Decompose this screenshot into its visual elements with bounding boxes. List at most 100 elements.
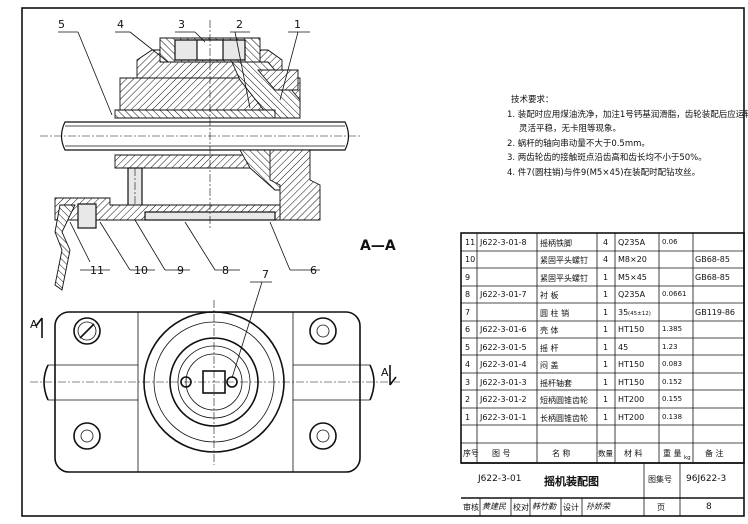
tech-notes: 技术要求： 1. 装配时应用煤油洗净，加注1号钙基润滑脂，齿轮装配后应运转 灵活… [507, 93, 748, 180]
header-code: 图 号 [492, 449, 511, 458]
parts-row-4-qty: 1 [603, 360, 609, 370]
balloon-7: 7 [262, 268, 269, 281]
parts-row-2-name: 短柄圆锥齿轮 [540, 396, 588, 406]
parts-row-3-code: J622-3-01-3 [480, 377, 527, 387]
parts-row-11-qty: 4 [603, 238, 609, 247]
parts-row-10-material: M8×20 [618, 255, 647, 265]
parts-table-grid [460, 232, 745, 516]
parts-row-8-code: J622-3-01-7 [480, 290, 527, 300]
parts-row-8-weight: 0.0661 [662, 290, 687, 299]
parts-row-7-material-sub: (45±12) [628, 310, 651, 317]
parts-row-6-qty: 1 [603, 325, 609, 335]
tech-note-3: 3. 两齿轮齿的接触斑点沿齿高和齿长均不小于50%。 [507, 153, 707, 163]
parts-row-10-qty: 4 [603, 255, 609, 265]
parts-row-4-no: 4 [465, 360, 471, 370]
parts-row-8-qty: 1 [603, 290, 609, 300]
parts-row-9-name: 紧固平头螺钉 [540, 273, 588, 283]
parts-row-10-no: 10 [465, 255, 476, 265]
tech-note-1b: 灵活平稳，无卡阻等现象。 [519, 124, 622, 134]
parts-row-9-material: M5×45 [618, 272, 647, 282]
parts-row-6-no: 6 [465, 325, 471, 335]
parts-row-1-weight: 0.138 [662, 412, 683, 421]
section-label: A—A [360, 238, 396, 254]
parts-row-2-material: HT200 [618, 395, 645, 405]
parts-row-4-code: J622-3-01-4 [480, 360, 527, 370]
parts-row-1-name: 长柄圆锥齿轮 [540, 413, 588, 423]
parts-row-5-name: 摇 杆 [540, 343, 559, 353]
parts-row-5-no: 5 [465, 342, 471, 352]
header-weight: 重 量 [663, 449, 682, 458]
parts-row-2-code: J622-3-01-2 [480, 395, 527, 405]
parts-row-3-no: 3 [465, 377, 471, 387]
parts-row-6-code: J622-3-01-6 [480, 325, 527, 335]
section-view [40, 20, 360, 291]
header-weight-unit: kg [684, 455, 691, 461]
parts-row-4-weight: 0.083 [662, 360, 683, 369]
balloon-2: 2 [236, 18, 243, 31]
design-signature: 孙娇荣 [586, 502, 610, 511]
tech-notes-heading: 技术要求： [511, 95, 554, 105]
parts-row-2-weight: 0.155 [662, 395, 683, 404]
parts-row-8-name: 衬 板 [540, 291, 559, 301]
parts-row-10-note: GB68-85 [695, 255, 730, 265]
parts-row-6-weight: 1.385 [662, 325, 683, 334]
parts-row-3-material: HT150 [618, 377, 645, 387]
balloon-6: 6 [310, 264, 317, 277]
base-plate-outline [54, 311, 361, 473]
parts-row-5-weight: 1.23 [662, 342, 678, 351]
balloon-9: 9 [177, 264, 184, 277]
corner-bolt-holes [73, 317, 337, 450]
leader-lines-top [58, 31, 320, 271]
section-marker-left: A [30, 318, 38, 331]
parts-row-8-no: 8 [465, 290, 471, 300]
header-name: 名 称 [552, 449, 571, 458]
page-number: 8 [706, 502, 712, 512]
parts-row-6-material: HT150 [618, 325, 645, 335]
header-no: 序号 [463, 449, 479, 458]
parts-row-11-material: Q235A [618, 238, 646, 247]
check-label: 校对 [513, 503, 529, 512]
header-material: 材 料 [624, 449, 643, 458]
review-label: 审核 [463, 503, 479, 512]
parts-row-7-no: 7 [465, 307, 471, 317]
parts-row-2-qty: 1 [603, 395, 609, 405]
balloon-3: 3 [178, 18, 185, 31]
parts-row-11-weight: 0.06 [662, 238, 678, 246]
parts-row-3-weight: 0.152 [662, 377, 683, 386]
balloon-11: 11 [90, 264, 104, 277]
atlas-label: 图集号 [648, 475, 672, 484]
design-label: 设计 [563, 503, 579, 512]
parts-row-6-name: 壳 体 [540, 326, 559, 336]
tech-note-4: 4. 件7(圆柱销)与件9(M5×45)在装配时配钻攻丝。 [507, 167, 701, 178]
tech-note-2: 2. 蜗杆的轴向串动量不大于0.5mm。 [507, 138, 650, 149]
parts-row-4-name: 闷 盖 [540, 361, 559, 371]
review-signature: 黄建民 [482, 502, 506, 511]
balloon-4: 4 [117, 18, 124, 31]
parts-row-9-note: GB68-85 [695, 272, 730, 282]
parts-row-3-name: 摇杆轴套 [540, 378, 572, 388]
balloon-5: 5 [58, 18, 65, 31]
drawing-number: J622-3-01 [478, 474, 522, 484]
parts-row-5-material: 45 [618, 342, 629, 352]
parts-row-7-note: GB119-86 [695, 307, 736, 317]
parts-row-4-material: HT150 [618, 360, 645, 370]
parts-row-5-code: J622-3-01-5 [480, 342, 527, 352]
parts-row-11-no: 11 [465, 238, 476, 247]
balloon-10: 10 [134, 264, 148, 277]
parts-row-7-name: 圆 柱 销 [540, 308, 570, 318]
parts-row-9-qty: 1 [603, 272, 609, 282]
section-marker-right: A [381, 366, 389, 379]
header-qty: 数量 [598, 449, 613, 458]
balloon-8: 8 [222, 264, 229, 277]
parts-row-7-qty: 1 [603, 307, 609, 317]
atlas-number: 96J622-3 [686, 474, 727, 484]
header-note: 备 注 [705, 449, 724, 458]
parts-row-11-code: J622-3-01-8 [480, 238, 527, 247]
page-label: 页 [657, 503, 665, 512]
parts-row-1-code: J622-3-01-1 [480, 412, 527, 422]
tech-note-1: 1. 装配时应用煤油洗净，加注1号钙基润滑脂，齿轮装配后应运转 [507, 109, 748, 120]
parts-row-10-name: 紧固平头螺钉 [540, 256, 588, 266]
parts-row-3-qty: 1 [603, 377, 609, 387]
